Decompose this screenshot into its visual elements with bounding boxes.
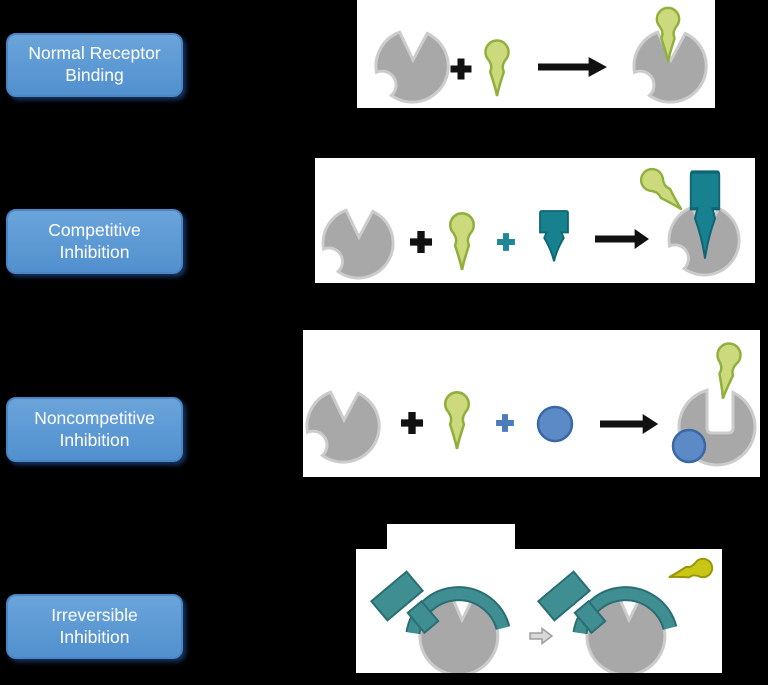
label-competitive-inhibition: Competitive Inhibition (6, 209, 183, 274)
receptor-inhibitor-complex (635, 163, 741, 277)
panel-irreversible-inhibition (356, 524, 722, 673)
label-text: Competitive Inhibition (48, 219, 141, 262)
allosteric-inhibitor-icon (536, 405, 574, 443)
label-normal-receptor-binding: Normal Receptor Binding (6, 33, 183, 97)
receptor-icon (321, 208, 395, 280)
irreversible-inhibitor-icon (406, 599, 440, 635)
receptor-icon (305, 390, 381, 464)
plus-icon (497, 233, 515, 251)
competitive-inhibition-diagram (321, 163, 741, 280)
label-text: Normal Receptor Binding (28, 43, 161, 85)
plus-icon (409, 230, 433, 254)
irreversible-inhibitor-icon (369, 570, 425, 622)
irreversible-inhibition-diagram (369, 555, 716, 673)
plus-icon (400, 411, 424, 435)
competitive-inhibitor-icon (539, 210, 569, 263)
irreversible-inhibitor-icon (536, 570, 592, 622)
irreversible-complex (536, 570, 678, 673)
bound-allosteric-inhibitor-icon (671, 428, 707, 464)
plus-icon (450, 58, 472, 80)
hollow-arrow-icon (529, 627, 553, 645)
plus-icon (496, 414, 514, 432)
panel-noncompetitive-inhibition (303, 330, 760, 477)
ligand-icon (443, 391, 471, 451)
panel-competitive-inhibition (315, 158, 755, 283)
ligand-icon (448, 212, 476, 272)
irreversible-inhibitor-icon (573, 599, 607, 635)
arrow-icon (538, 57, 607, 77)
normal-binding-diagram (374, 6, 708, 104)
label-text: Irreversible Inhibition (51, 604, 138, 647)
deflected-ligand-icon (665, 555, 716, 587)
ligand-icon (484, 39, 510, 98)
arrow-icon (595, 229, 649, 249)
irreversible-complex (369, 570, 511, 673)
noncompetitive-inhibition-diagram (305, 340, 757, 467)
receptor-ligand-complex (632, 6, 708, 104)
label-text: Noncompetitive Inhibition (34, 407, 155, 450)
blocked-ligand-icon (635, 163, 691, 219)
receptor-icon (374, 30, 450, 104)
arrow-icon (600, 414, 659, 434)
label-noncompetitive-inhibition: Noncompetitive Inhibition (6, 397, 183, 462)
blocked-ligand-icon (710, 340, 744, 402)
label-irreversible-inhibition: Irreversible Inhibition (6, 594, 183, 659)
panel-normal-binding (357, 0, 715, 108)
receptor-allosteric-complex (671, 340, 757, 467)
